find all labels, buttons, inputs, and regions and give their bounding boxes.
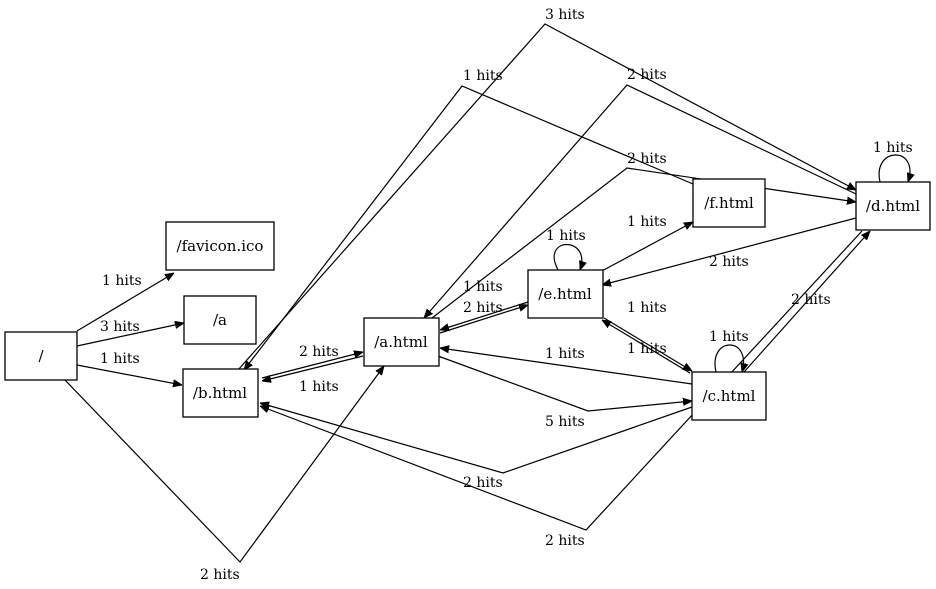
edge-label-f-d: 2 hits <box>627 151 667 167</box>
edge-label-d-self: 1 hits <box>873 140 913 156</box>
edge-f-d <box>431 167 856 319</box>
edge-b-d-top <box>237 23 856 371</box>
edge-b-ahtml <box>261 352 363 379</box>
edge-e-c <box>603 317 692 371</box>
node-e-html[interactable]: /e.html <box>527 269 604 319</box>
edge-d-self <box>878 154 910 182</box>
edge-root-b <box>76 364 182 385</box>
edge-c-ahtml <box>440 348 693 385</box>
edge-ahtml-e <box>439 305 528 334</box>
edge-c-e <box>602 320 691 374</box>
edge-label-root-ahtml: 2 hits <box>200 567 240 583</box>
node-label-e-html: /e.html <box>538 285 592 303</box>
node-favicon[interactable]: /favicon.ico <box>165 221 275 271</box>
edge-label-ahtml-f-top: 1 hits <box>463 68 503 84</box>
edge-label-e-f: 1 hits <box>627 214 667 230</box>
edge-label-e-c: 1 hits <box>627 300 667 316</box>
edge-label-e-self: 1 hits <box>546 228 586 244</box>
edge-root-ahtml <box>64 366 384 563</box>
node-b-html[interactable]: /b.html <box>182 368 259 418</box>
node-c-html[interactable]: /c.html <box>691 371 767 421</box>
edges <box>64 23 910 563</box>
node-label-root: / <box>38 347 44 365</box>
edge-label-b-d-top: 3 hits <box>545 7 585 23</box>
edge-label-d-e: 2 hits <box>709 254 749 270</box>
edge-label-root-a: 3 hits <box>100 319 140 335</box>
edge-label-ahtml-b: 1 hits <box>299 379 339 395</box>
edge-label-e-ahtml: 1 hits <box>463 279 503 295</box>
node-f-html[interactable]: /f.html <box>692 178 766 228</box>
node-label-favicon: /favicon.ico <box>177 237 264 255</box>
edge-d-ahtml-top <box>424 84 857 318</box>
node-a-html[interactable]: /a.html <box>363 317 440 367</box>
edge-label-ahtml-c: 5 hits <box>545 414 585 430</box>
node-label-b-html: /b.html <box>193 384 247 402</box>
edge-label-c-d: 2 hits <box>791 292 831 308</box>
edge-label-d-b: 2 hits <box>545 533 585 549</box>
edge-c-d <box>743 231 870 373</box>
edge-label-c-b: 2 hits <box>463 475 503 491</box>
nodes: / /favicon.ico /a /b.html /a.html /e.htm… <box>4 178 931 421</box>
edge-label-root-b: 1 hits <box>100 351 140 367</box>
edge-label-b-ahtml: 2 hits <box>299 344 339 360</box>
edge-d-e <box>602 217 857 285</box>
node-root[interactable]: / <box>4 331 78 381</box>
edge-label-root-favicon: 1 hits <box>102 273 142 289</box>
node-d-html[interactable]: /d.html <box>855 181 931 231</box>
edge-c-b <box>260 403 693 474</box>
edge-e-ahtml <box>440 301 529 330</box>
edge-c-self <box>714 344 743 372</box>
edge-label-ahtml-e: 2 hits <box>463 300 503 316</box>
node-label-f-html: /f.html <box>704 194 754 212</box>
edge-labels: 1 hits 3 hits 1 hits 2 hits 2 hits 1 hit… <box>100 7 913 583</box>
edge-ahtml-f-top <box>244 85 694 370</box>
edge-label-d-ahtml-top: 2 hits <box>627 67 667 83</box>
node-label-a: /a <box>213 311 227 329</box>
node-label-d-html: /d.html <box>866 197 920 215</box>
edge-ahtml-b <box>262 355 364 381</box>
edge-root-a <box>76 323 184 347</box>
edge-label-c-self: 1 hits <box>709 329 749 345</box>
edge-label-c-ahtml: 1 hits <box>545 346 585 362</box>
node-label-c-html: /c.html <box>703 387 756 405</box>
node-label-a-html: /a.html <box>374 333 428 351</box>
edge-e-f <box>599 222 693 273</box>
edge-d-b <box>260 230 863 531</box>
edge-root-favicon <box>76 273 174 332</box>
edge-e-self <box>553 243 582 271</box>
edge-label-c-e: 1 hits <box>627 341 667 357</box>
node-a[interactable]: /a <box>183 295 257 345</box>
edge-ahtml-c <box>437 355 692 412</box>
